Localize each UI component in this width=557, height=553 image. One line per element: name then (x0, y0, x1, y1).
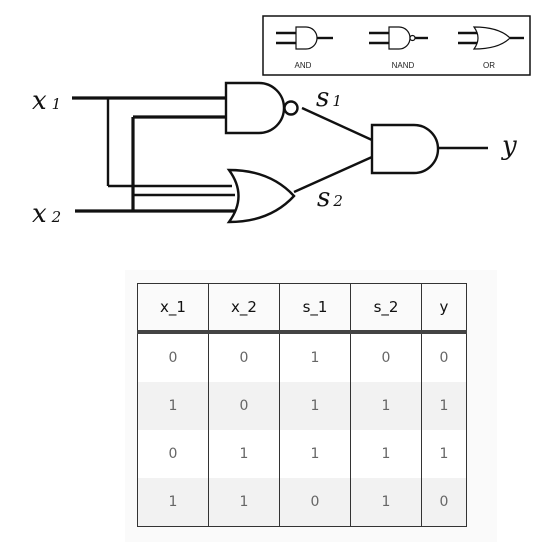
truth-table-panel: x_1 x_2 s_1 s_2 y 0 0 1 0 0 1 0 1 1 1 (125, 270, 497, 542)
table-cell: 0 (350, 332, 422, 382)
table-cell: 1 (137, 382, 209, 430)
table-cell: 1 (421, 430, 467, 478)
legend-or-label: OR (483, 61, 495, 70)
table-cell: 1 (208, 478, 280, 527)
table-cell: 1 (279, 382, 351, 430)
legend-and-label: AND (295, 61, 312, 70)
table-cell: 1 (421, 382, 467, 430)
legend-and-symbol (276, 26, 333, 50)
table-cell: 1 (137, 478, 209, 527)
table-cell: 1 (350, 430, 422, 478)
legend-nand-label: NAND (392, 61, 415, 70)
nand-gate (224, 81, 299, 135)
or-gate (226, 168, 296, 224)
table-cell: 1 (208, 430, 280, 478)
truth-table-header-row: x_1 x_2 s_1 s_2 y (137, 283, 467, 334)
output-y-label: y (501, 131, 517, 161)
truth-table: x_1 x_2 s_1 s_2 y 0 0 1 0 0 1 0 1 1 1 (137, 283, 467, 527)
table-cell: 1 (279, 430, 351, 478)
table-cell: 0 (137, 332, 209, 382)
circuit-wires (72, 96, 488, 213)
gate-legend: AND NAND OR (262, 15, 531, 76)
header-x2: x_2 (208, 283, 280, 334)
table-cell: 0 (421, 332, 467, 382)
table-cell: 0 (208, 332, 280, 382)
header-s1: s_1 (279, 283, 351, 334)
table-cell: 1 (279, 332, 351, 382)
and-gate (370, 123, 440, 175)
legend-nand-symbol (369, 26, 428, 50)
legend-or-symbol (458, 26, 524, 50)
logic-circuit-diagram: AND NAND OR (32, 15, 531, 229)
nand-inversion-bubble (283, 100, 299, 116)
table-row: 1 1 0 1 0 (137, 478, 467, 527)
header-x1: x_1 (137, 283, 209, 334)
header-y: y (421, 283, 467, 334)
table-cell: 1 (350, 478, 422, 527)
table-cell: 0 (279, 478, 351, 527)
table-cell: 1 (350, 382, 422, 430)
table-row: 0 0 1 0 0 (137, 332, 467, 382)
table-cell: 0 (137, 430, 209, 478)
table-cell: 0 (208, 382, 280, 430)
header-s2: s_2 (350, 283, 422, 334)
table-cell: 0 (421, 478, 467, 527)
table-row: 0 1 1 1 1 (137, 430, 467, 478)
table-row: 1 0 1 1 1 (137, 382, 467, 430)
